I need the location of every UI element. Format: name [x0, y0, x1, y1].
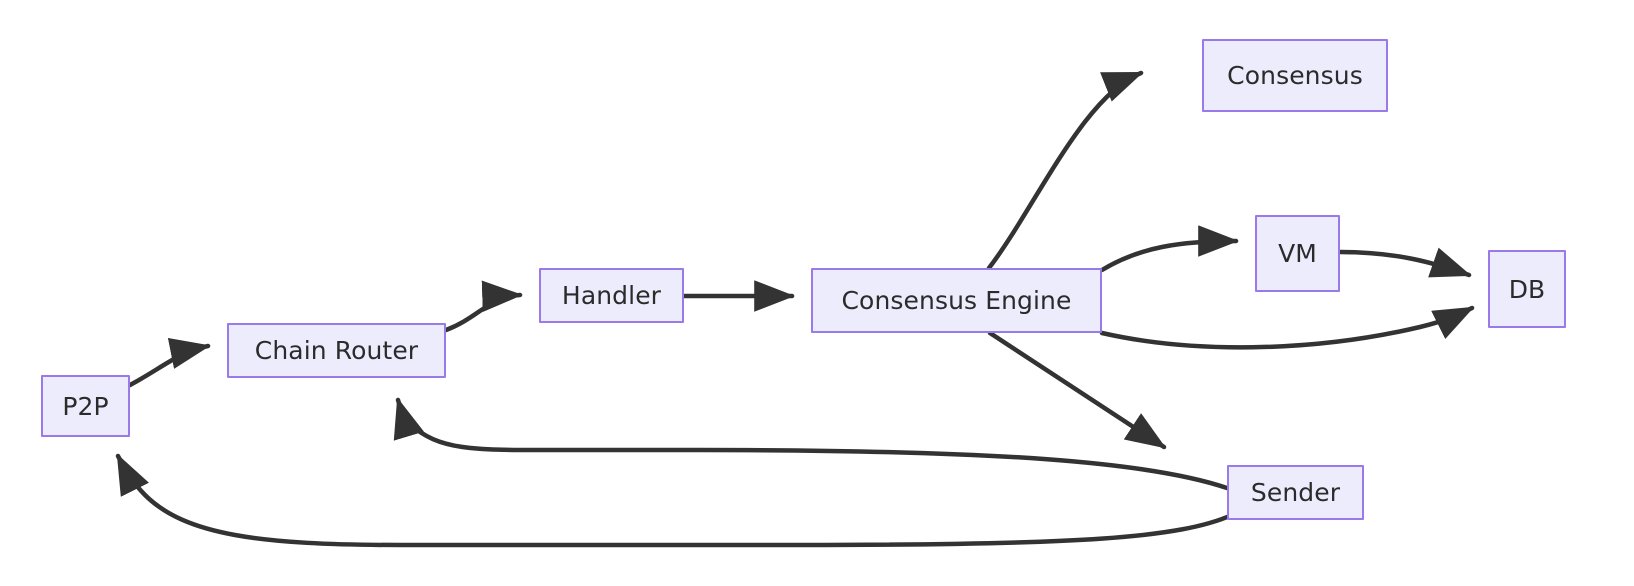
node-p2p[interactable]: P2P [41, 375, 130, 437]
edge-sender-to-router [393, 397, 1230, 491]
node-consensus-engine-label: Consensus Engine [841, 286, 1072, 315]
node-consensus-engine[interactable]: Consensus Engine [811, 268, 1102, 333]
node-vm-label: VM [1278, 239, 1317, 268]
node-handler[interactable]: Handler [539, 268, 684, 323]
edge-engine-to-consensus [986, 70, 1144, 271]
node-db[interactable]: DB [1488, 250, 1566, 328]
edge-vm-to-db [1337, 247, 1472, 278]
node-consensus-label: Consensus [1227, 61, 1363, 90]
edge-engine-to-db [1099, 305, 1475, 350]
node-chain-router[interactable]: Chain Router [227, 323, 446, 378]
edge-engine-to-sender [987, 330, 1167, 450]
node-handler-label: Handler [561, 281, 662, 310]
node-chain-router-label: Chain Router [254, 336, 419, 365]
edge-engine-to-vm [1099, 225, 1239, 273]
node-sender[interactable]: Sender [1227, 465, 1364, 520]
node-sender-label: Sender [1250, 478, 1341, 507]
node-p2p-label: P2P [62, 391, 109, 421]
node-consensus[interactable]: Consensus [1202, 39, 1388, 112]
edge-sender-to-p2p [115, 453, 1235, 548]
node-vm[interactable]: VM [1255, 215, 1340, 292]
edge-router-to-handler [443, 280, 523, 333]
node-db-label: DB [1508, 274, 1546, 304]
edge-p2p-to-router [127, 337, 211, 388]
